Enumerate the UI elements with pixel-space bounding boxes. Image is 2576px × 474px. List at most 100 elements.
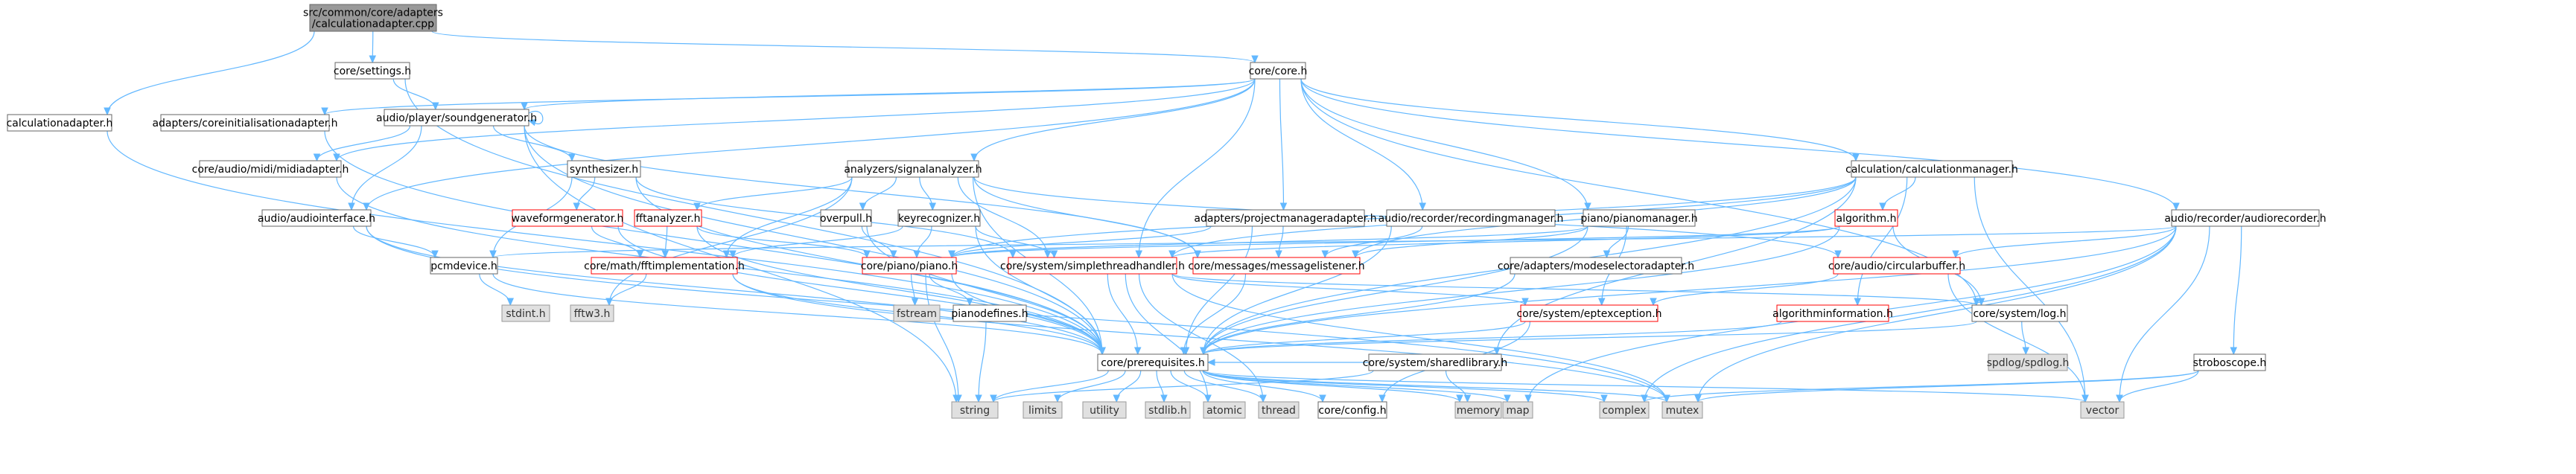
node-wavegen[interactable]: waveformgenerator.h bbox=[512, 209, 624, 227]
edge-soundgen-to-soundgen bbox=[527, 111, 544, 126]
edge-prereq-to-limits bbox=[1054, 370, 1126, 403]
node-box bbox=[634, 209, 702, 227]
edges-layer bbox=[104, 31, 2242, 403]
node-msglistener[interactable]: core/messages/messagelistener.h bbox=[1188, 257, 1365, 275]
node-label: audio/player/soundgenerator.h bbox=[376, 112, 537, 124]
node-box bbox=[160, 114, 330, 132]
node-box bbox=[1520, 304, 1659, 322]
node-box bbox=[2193, 353, 2266, 371]
edge-core-to-simplethread bbox=[1135, 78, 1256, 259]
node-label: audio/audiointerface.h bbox=[258, 213, 375, 225]
node-pcmdevice[interactable]: pcmdevice.h bbox=[430, 257, 498, 275]
edge-piano-to-pianodefines bbox=[929, 273, 973, 307]
node-map: map bbox=[1502, 401, 1533, 419]
edge-pianomgr-to-prereq bbox=[1200, 225, 1588, 356]
node-stroboscope[interactable]: stroboscope.h bbox=[2193, 353, 2267, 371]
node-algorithm[interactable]: algorithm.h bbox=[1834, 209, 1898, 227]
node-calcadapter[interactable]: calculationadapter.h bbox=[7, 114, 113, 132]
node-overpull[interactable]: overpull.h bbox=[820, 209, 872, 227]
node-projadapter[interactable]: adapters/projectmanageradapter.h bbox=[1194, 209, 1377, 227]
node-synth[interactable]: synthesizer.h bbox=[567, 160, 641, 178]
node-soundgen[interactable]: audio/player/soundgenerator.h bbox=[376, 109, 537, 126]
node-sharedlib[interactable]: core/system/sharedlibrary.h bbox=[1363, 353, 1507, 371]
node-box bbox=[384, 109, 529, 126]
node-core[interactable]: core/core.h bbox=[1249, 62, 1308, 80]
node-label: stroboscope.h bbox=[2193, 357, 2267, 369]
edge-fftimpl-to-fftw3 bbox=[605, 273, 647, 307]
node-vector: vector bbox=[2080, 401, 2125, 419]
edge-siganal-to-overpull bbox=[859, 176, 897, 211]
node-pianomgr[interactable]: piano/pianomanager.h bbox=[1580, 209, 1698, 227]
node-label: src/common/core/adapters bbox=[303, 7, 443, 19]
node-label: core/system/simplethreadhandler.h bbox=[1000, 260, 1185, 272]
node-root[interactable]: src/common/core/adapters/calculationadap… bbox=[303, 4, 443, 32]
node-box bbox=[1833, 257, 1961, 275]
node-box bbox=[7, 114, 112, 132]
node-midiadapter[interactable]: core/audio/midi/midiadapter.h bbox=[192, 160, 349, 178]
node-settings[interactable]: core/settings.h bbox=[334, 62, 411, 80]
edge-audiorec-to-prereq bbox=[1200, 225, 2177, 356]
node-audioif[interactable]: audio/audiointerface.h bbox=[258, 209, 375, 227]
node-label: algorithm.h bbox=[1836, 213, 1897, 225]
edge-alginfo-to-prereq bbox=[1200, 321, 1782, 356]
node-box bbox=[1082, 401, 1127, 419]
node-mutex: mutex bbox=[1661, 401, 1703, 419]
edge-calcmgr-to-algorithm bbox=[1879, 176, 1916, 211]
node-eptexception[interactable]: core/system/eptexception.h bbox=[1516, 304, 1662, 322]
node-coreinit[interactable]: adapters/coreinitialisationadapter.h bbox=[152, 114, 338, 132]
node-box bbox=[1317, 401, 1387, 419]
node-box bbox=[2171, 209, 2320, 227]
node-box bbox=[1250, 62, 1306, 80]
node-simplethread[interactable]: core/system/simplethreadhandler.h bbox=[1000, 257, 1185, 275]
node-recmgr[interactable]: audio/recorder/recordingmanager.h bbox=[1378, 209, 1564, 227]
node-box bbox=[1988, 353, 2068, 371]
node-audiorec[interactable]: audio/recorder/audiorecorder.h bbox=[2164, 209, 2327, 227]
edge-prereq-to-vector bbox=[1203, 370, 2089, 403]
node-fftan[interactable]: fftanalyzer.h bbox=[634, 209, 702, 227]
edge-keyrec-to-simplethread bbox=[975, 225, 1058, 259]
node-label: piano/pianomanager.h bbox=[1580, 213, 1697, 225]
node-box bbox=[1971, 304, 2068, 322]
node-label: calculation/calculationmanager.h bbox=[1845, 164, 2018, 176]
node-label: adapters/coreinitialisationadapter.h bbox=[152, 118, 337, 129]
node-circbuf[interactable]: core/audio/circularbuffer.h bbox=[1828, 257, 1965, 275]
edge-sharedlib-to-memory bbox=[1445, 370, 1472, 403]
node-keyrec[interactable]: keyrecognizer.h bbox=[897, 209, 981, 227]
edge-keyrec-to-piano bbox=[913, 225, 932, 259]
node-stdlib: stdlib.h bbox=[1145, 401, 1191, 419]
node-box bbox=[893, 304, 941, 322]
node-piano[interactable]: core/piano/piano.h bbox=[861, 257, 958, 275]
node-label: synthesizer.h bbox=[570, 164, 638, 176]
node-siganal[interactable]: analyzers/signalanalyzer.h bbox=[844, 160, 982, 178]
edge-piano-to-string bbox=[925, 273, 962, 403]
node-alginfo[interactable]: algorithminformation.h bbox=[1772, 304, 1893, 322]
node-modesel[interactable]: core/adapters/modeselectoradapter.h bbox=[1498, 257, 1694, 275]
node-label: fstream bbox=[897, 308, 937, 320]
node-fftw3: fftw3.h bbox=[570, 304, 614, 322]
edge-stroboscope-to-vector bbox=[2116, 370, 2199, 403]
node-config[interactable]: core/config.h bbox=[1317, 401, 1387, 419]
node-box bbox=[1851, 160, 2013, 178]
node-thread: thread bbox=[1258, 401, 1300, 419]
node-pianodefines[interactable]: pianodefines.h bbox=[951, 304, 1028, 322]
node-box bbox=[1368, 353, 1502, 371]
node-string: string bbox=[951, 401, 999, 419]
edge-prereq-to-map bbox=[1203, 370, 1511, 403]
node-box bbox=[953, 304, 1027, 322]
node-fftimpl[interactable]: core/math/fftimplementation.h bbox=[584, 257, 745, 275]
edge-piano-to-prereq bbox=[951, 273, 1106, 356]
node-box bbox=[1599, 401, 1650, 419]
node-box bbox=[1776, 304, 1889, 322]
edge-wavegen-to-fftimpl bbox=[591, 225, 644, 259]
node-label: vector bbox=[2086, 405, 2119, 417]
node-calcmgr[interactable]: calculation/calculationmanager.h bbox=[1845, 160, 2018, 178]
edge-core-to-siganal bbox=[970, 78, 1256, 162]
node-box bbox=[430, 257, 498, 275]
node-label: thread bbox=[1262, 405, 1296, 417]
node-log[interactable]: core/system/log.h bbox=[1971, 304, 2068, 322]
node-label: calculationadapter.h bbox=[7, 118, 113, 129]
node-label: /calculationadapter.cpp bbox=[312, 19, 434, 31]
edge-keyrec-to-fftimpl bbox=[729, 225, 903, 259]
node-prereq[interactable]: core/prerequisites.h bbox=[1097, 353, 1209, 371]
node-label: audio/recorder/audiorecorder.h bbox=[2164, 213, 2326, 225]
